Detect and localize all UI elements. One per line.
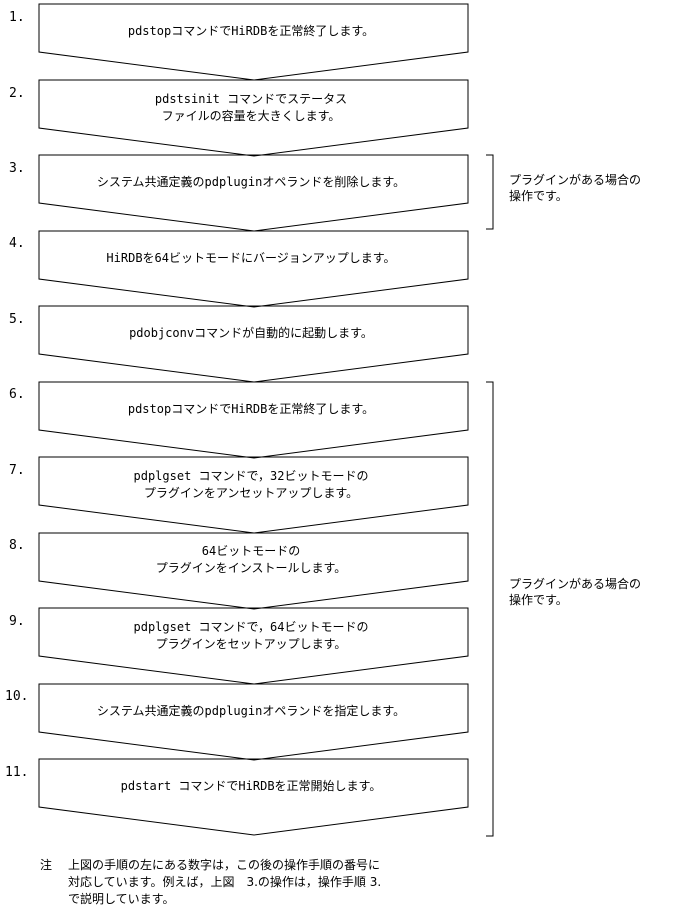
step-box	[38, 230, 469, 308]
step-line: HiRDBを64ビットモードにバージョンアップします。	[106, 251, 396, 265]
step-line: プラグインをアンセットアップします。	[143, 486, 359, 500]
step-number: 8.	[9, 538, 25, 553]
step-line: pdstsinit コマンドでステータス	[154, 92, 348, 106]
step-line: 64ビットモードの	[201, 544, 301, 558]
step-box	[38, 683, 469, 761]
step-line: プラグインをインストールします。	[155, 561, 347, 575]
bracket-note-line: 操作です。	[509, 593, 568, 607]
step-line: pdstopコマンドでHiRDBを正常終了します。	[127, 402, 375, 416]
step-box	[38, 758, 469, 836]
step-line: システム共通定義のpdpluginオペランドを指定します。	[96, 704, 406, 718]
step-number: 6.	[9, 387, 25, 402]
step-number: 9.	[9, 614, 25, 629]
step-line: pdstopコマンドでHiRDBを正常終了します。	[127, 24, 375, 38]
step-number: 3.	[9, 161, 25, 176]
step-text: pdstopコマンドでHiRDBを正常終了します。	[61, 23, 441, 40]
bracket	[486, 154, 494, 230]
footnote-body: 上図の手順の左にある数字は，この後の操作手順の番号に 対応しています。例えば，上…	[68, 857, 468, 908]
step-number: 5.	[9, 312, 25, 327]
step-text: pdstsinit コマンドでステータス ファイルの容量を大きくします。	[61, 91, 441, 125]
step-text: pdplgset コマンドで，32ビットモードの プラグインをアンセットアップし…	[61, 468, 441, 502]
bracket-note-line: プラグインがある場合の	[509, 577, 642, 591]
footnote-mark: 注	[40, 858, 53, 872]
step-number: 1.	[9, 10, 25, 25]
step-line: pdplgset コマンドで，64ビットモードの	[133, 620, 369, 634]
footnote-line: 対応しています。例えば，上図 3.の操作は，操作手順 3.	[68, 875, 382, 889]
step-number: 11.	[5, 765, 29, 780]
step-text: システム共通定義のpdpluginオペランドを指定します。	[61, 703, 441, 720]
step-line: pdstart コマンドでHiRDBを正常開始します。	[120, 779, 382, 793]
step-number: 2.	[9, 86, 25, 101]
step-line: システム共通定義のpdpluginオペランドを削除します。	[96, 175, 406, 189]
bracket-note: プラグインがある場合の 操作です。	[509, 172, 641, 204]
step-text: pdstopコマンドでHiRDBを正常終了します。	[61, 401, 441, 418]
step-box	[38, 532, 469, 610]
bracket-note-line: 操作です。	[509, 189, 568, 203]
step-text: pdplgset コマンドで，64ビットモードの プラグインをセットアップします…	[61, 619, 441, 653]
step-line: pdplgset コマンドで，32ビットモードの	[133, 469, 369, 483]
footnote-line: で説明しています。	[68, 892, 175, 906]
step-text: pdstart コマンドでHiRDBを正常開始します。	[61, 778, 441, 795]
step-number: 7.	[9, 463, 25, 478]
step-box	[38, 607, 469, 685]
step-box	[38, 3, 469, 81]
step-text: HiRDBを64ビットモードにバージョンアップします。	[61, 250, 441, 267]
step-number: 4.	[9, 236, 25, 251]
step-number: 10.	[5, 689, 29, 704]
step-line: プラグインをセットアップします。	[155, 637, 347, 651]
bracket-note-line: プラグインがある場合の	[509, 173, 642, 187]
step-box	[38, 456, 469, 534]
step-line: ファイルの容量を大きくします。	[161, 109, 341, 123]
step-box	[38, 381, 469, 459]
step-box	[38, 154, 469, 232]
step-text: pdobjconvコマンドが自動的に起動します。	[61, 325, 441, 342]
bracket-note: プラグインがある場合の 操作です。	[509, 576, 641, 608]
step-box	[38, 305, 469, 383]
step-text: 64ビットモードの プラグインをインストールします。	[61, 543, 441, 577]
step-box	[38, 79, 469, 157]
bracket	[486, 381, 494, 837]
step-text: システム共通定義のpdpluginオペランドを削除します。	[61, 174, 441, 191]
step-line: pdobjconvコマンドが自動的に起動します。	[129, 326, 373, 340]
footnote-line: 上図の手順の左にある数字は，この後の操作手順の番号に	[68, 858, 381, 872]
